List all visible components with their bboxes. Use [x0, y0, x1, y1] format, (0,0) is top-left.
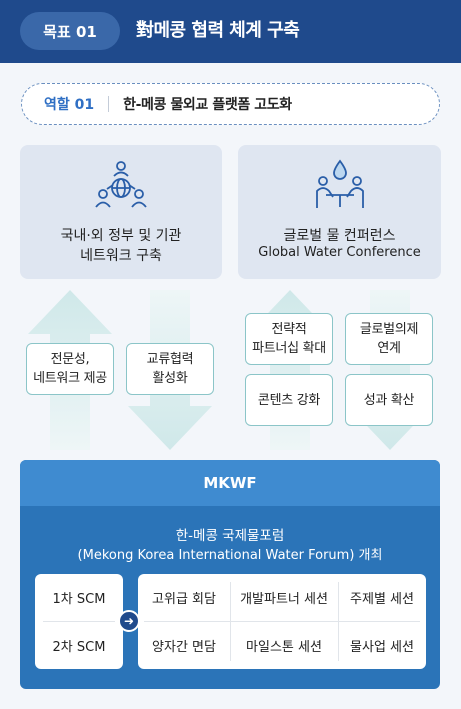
sessions-grid: 고위급 회담 개발파트너 세션 주제별 세션 양자간 면담 마일스톤 세션 물사…	[138, 574, 426, 669]
box-results: 성과 확산	[345, 374, 433, 426]
box-exchange: 교류협력 활성화	[126, 343, 214, 395]
card-network-line1: 국내·외 정부 및 기관	[60, 228, 182, 244]
role-divider	[108, 96, 110, 112]
goal-label: 목표 01	[20, 12, 120, 50]
mkwf-title: MKWF	[20, 460, 440, 506]
card-conference: 글로벌 물 컨퍼런스 Global Water Conference	[238, 145, 441, 279]
session-cell: 마일스톤 세션	[246, 640, 322, 655]
meeting-water-icon	[312, 159, 368, 215]
card-network-line2: 네트워크 구축	[80, 248, 162, 264]
goal-title: 對메콩 협력 체계 구축	[136, 20, 300, 41]
card-network: 국내·외 정부 및 기관 네트워크 구축	[20, 145, 222, 279]
role-banner: 역할 01 한-메콩 물외교 플랫폼 고도화	[21, 83, 440, 125]
round-1: 1차 SCM	[52, 592, 106, 607]
goal-header: 목표 01 對메콩 협력 체계 구축	[0, 0, 461, 63]
mkwf-subtitle-2: (Mekong Korea International Water Forum)…	[77, 548, 383, 563]
session-cell: 개발파트너 세션	[240, 592, 328, 607]
session-cell: 양자간 면담	[152, 640, 216, 655]
box-content: 콘텐츠 강화	[245, 374, 333, 426]
session-cell: 주제별 세션	[350, 592, 414, 607]
mkwf-subtitle-1: 한-메콩 국제물포럼	[175, 528, 285, 544]
role-text: 한-메콩 물외교 플랫폼 고도화	[123, 97, 292, 113]
rounds-divider	[43, 621, 115, 622]
box-partnership: 전략적 파트너십 확대	[245, 313, 333, 365]
box-expertise: 전문성, 네트워크 제공	[26, 343, 114, 395]
arrow-right-icon: ➜	[118, 610, 140, 632]
network-people-icon	[95, 159, 147, 215]
scm-rounds: 1차 SCM 2차 SCM	[35, 574, 123, 669]
role-label: 역할 01	[44, 97, 95, 113]
session-cell: 물사업 세션	[350, 640, 414, 655]
mkwf-panel: MKWF 한-메콩 국제물포럼 (Mekong Korea Internatio…	[20, 460, 440, 689]
card-conference-line1: 글로벌 물 컨퍼런스	[283, 228, 396, 244]
card-conference-line2: Global Water Conference	[258, 245, 421, 260]
box-global-agenda: 글로벌의제 연계	[345, 313, 433, 365]
round-2: 2차 SCM	[52, 640, 106, 655]
session-cell: 고위급 회담	[152, 592, 216, 607]
grid-divider	[144, 621, 420, 622]
